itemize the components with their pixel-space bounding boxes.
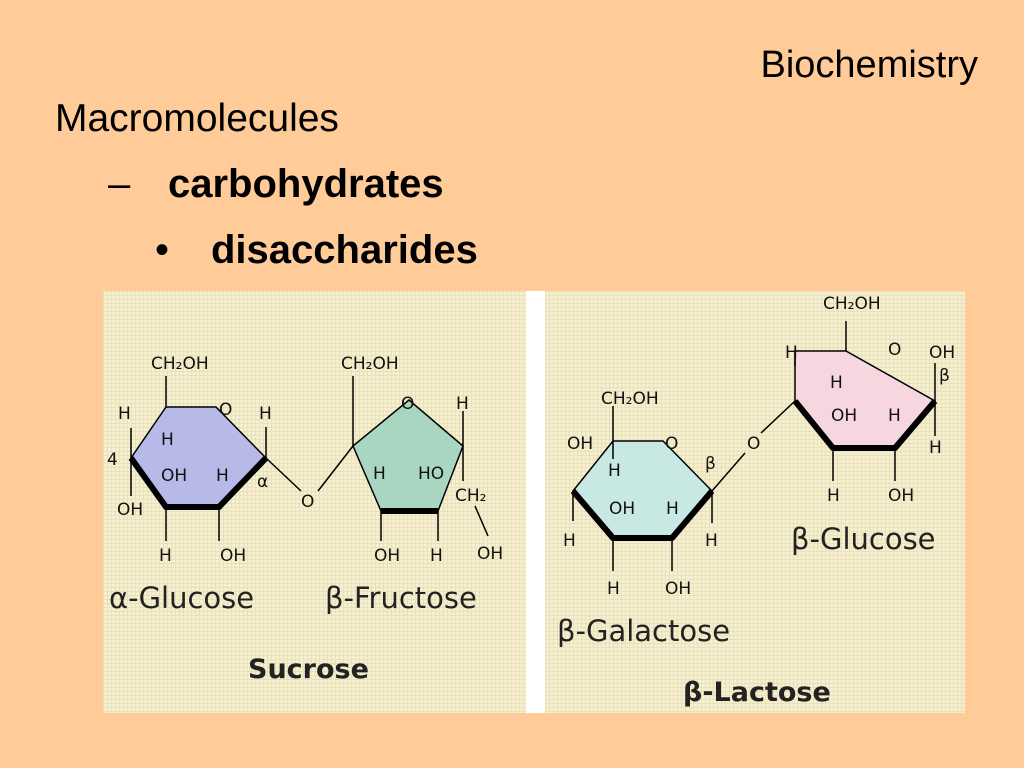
fructose-oh-ch2: OH (477, 544, 503, 564)
slide-corner-title: Biochemistry (760, 44, 979, 86)
glucose-oh-c3: OH (161, 466, 187, 486)
bullet-level2: –carbohydrates (108, 162, 444, 207)
alpha-glucose-label: α-Glucose (109, 581, 254, 615)
sucrose-diagram: CH₂OH H O H 4 H OH H α OH H OH O CH₂OH O… (107, 354, 503, 685)
glucose-ring-o: O (219, 400, 232, 420)
glucose-ring-front-edge (128, 455, 269, 510)
lactose-glucose-h-c4: H (830, 373, 843, 393)
bullet-marker: • (155, 228, 170, 272)
glucose-ring (130, 406, 268, 508)
glucose-oh-c4: OH (117, 500, 143, 520)
galactose-oh-c4: OH (567, 434, 593, 454)
fructose-ch2: CH₂ (455, 486, 486, 506)
galactose-h-c3: H (607, 579, 620, 599)
galactose-h-c4: H (608, 461, 621, 481)
beta-glucose-label: β-Glucose (791, 522, 936, 556)
beta-fructose-label: β-Fructose (325, 581, 477, 615)
galactose-ring-o: O (665, 434, 678, 454)
fructose-ring (352, 399, 464, 512)
dash-marker: – (108, 162, 131, 206)
lactose-caption: β-Lactose (683, 677, 831, 708)
galactose-oh-c3: OH (609, 499, 635, 519)
glucose-alpha: α (257, 472, 268, 492)
bullet-level3: • disaccharides (155, 228, 478, 273)
fructose-ho-c4: HO (418, 464, 444, 484)
glucose-h-inner: H (161, 430, 174, 450)
fructose-h-c3: H (373, 464, 386, 484)
sucrose-caption: Sucrose (248, 654, 369, 685)
bond (474, 505, 489, 537)
galactose-ch2oh: CH₂OH (601, 389, 659, 409)
lactose-glucose-oh-c1: OH (929, 343, 955, 363)
galactose-ring (572, 440, 714, 539)
bond (760, 400, 796, 434)
glucose-oh-c2: OH (220, 546, 246, 566)
fructose-oh-c3: OH (374, 546, 400, 566)
glucose-h-c2: H (216, 466, 229, 486)
bullet-level1: Macromolecules (55, 97, 339, 140)
glucose-h-c3: H (159, 546, 172, 566)
lactose-glucose-ring-o: O (888, 340, 901, 360)
sucrose-panel: CH₂OH H O H 4 H OH H α OH H OH O CH₂OH O… (103, 291, 526, 713)
lactose-glucose-h-c1: H (929, 438, 942, 458)
bullet-level2-text: carbohydrates (168, 162, 444, 206)
lactose-glucose-h-c5: H (785, 343, 798, 363)
galactose-h-c1: H (705, 531, 718, 551)
galactose-h-c5: H (563, 531, 576, 551)
bond (265, 457, 302, 492)
lactose-diagram: CH₂OH H O OH β H OH H H H OH O CH₂OH OH … (557, 294, 955, 708)
fructose-ring-o: O (401, 394, 414, 414)
fructose-ch2oh: CH₂OH (341, 354, 399, 374)
lactose-glucose-oh-c2: OH (888, 486, 914, 506)
galactose-ring-front-edge (570, 489, 715, 541)
sucrose-link-o: O (301, 492, 314, 512)
lactose-glucose-h-c2: H (888, 406, 901, 426)
glucose-ch2oh: CH₂OH (151, 354, 209, 374)
glucose-h-c5: H (118, 404, 131, 424)
lactose-glucose-beta: β (939, 366, 950, 386)
lactose-glucose-h-c3: H (827, 486, 840, 506)
lactose-panel: CH₂OH H O OH β H OH H H H OH O CH₂OH OH … (545, 291, 965, 713)
lactose-glucose-ch2oh: CH₂OH (823, 294, 881, 314)
galactose-h-c2: H (666, 499, 679, 519)
galactose-oh-c2: OH (665, 579, 691, 599)
glucose-h-c1: H (259, 404, 272, 424)
galactose-beta: β (705, 454, 716, 474)
bullet-level3-text: disaccharides (211, 228, 478, 272)
bond (711, 452, 746, 492)
lactose-glucose-ring-front-edge (792, 399, 938, 451)
bond (317, 445, 354, 492)
lactose-glucose-ring (794, 350, 937, 449)
fructose-h-c5: H (456, 394, 469, 414)
lactose-link-o: O (747, 434, 760, 454)
panel-divider (526, 291, 545, 713)
lactose-glucose-oh-c3: OH (831, 406, 857, 426)
beta-galactose-label: β-Galactose (557, 614, 730, 648)
glucose-c4-number: 4 (107, 450, 118, 470)
fructose-h-c4: H (430, 546, 443, 566)
